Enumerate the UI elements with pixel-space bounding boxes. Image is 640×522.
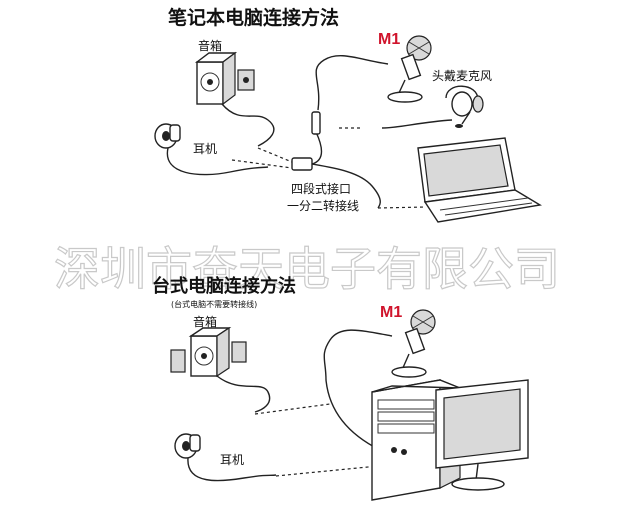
speaker-icon [170, 326, 247, 378]
laptop-speaker-label: 音箱 [198, 38, 222, 53]
earphone-icon [154, 123, 181, 149]
desktop-section-subtitle: (台式电脑不需要转接线) [171, 299, 257, 309]
mic-cable [315, 55, 389, 111]
speaker-cable [221, 103, 275, 147]
speaker-icon [194, 51, 255, 106]
laptop-mic-label: M1 [378, 31, 400, 48]
adapter-label-line2: 一分二转接线 [287, 198, 359, 213]
headset-label: 头戴麦克风 [432, 68, 492, 83]
desktop-mic-label: M1 [380, 304, 402, 321]
microphone-icon [387, 35, 432, 103]
laptop-icon [417, 137, 542, 223]
laptop-section-title: 笔记本电脑连接方法 [168, 6, 339, 29]
monitor-icon [435, 379, 529, 491]
earphone-icon [174, 433, 201, 459]
adapter-label-line1: 四段式接口 [291, 181, 351, 196]
adapter-cable-icon [291, 111, 381, 209]
mic-cable-desktop [323, 329, 393, 451]
desktop-speaker-label: 音箱 [193, 314, 217, 329]
watermark-text: 深圳市奋天电子有限公司 [54, 242, 560, 296]
microphone-icon [391, 309, 436, 378]
desktop-earphone-label: 耳机 [220, 453, 244, 467]
earphone-cable [166, 147, 269, 176]
speaker-plug-line [257, 147, 293, 163]
laptop-earphone-label: 耳机 [193, 142, 217, 156]
headset-icon [445, 85, 484, 128]
desktop-section-title: 台式电脑连接方法 [152, 275, 296, 297]
